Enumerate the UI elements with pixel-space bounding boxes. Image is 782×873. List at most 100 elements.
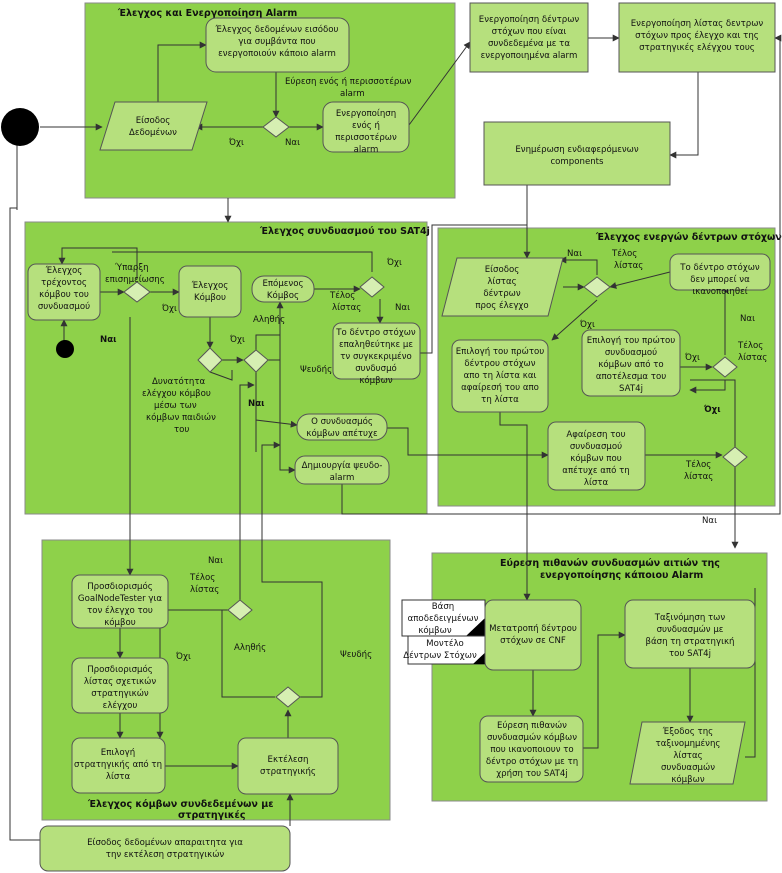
label-end-list-tl: Τέλος [611, 248, 637, 259]
svg-text:Ενεργοποίηση: Ενεργοποίηση [336, 109, 396, 119]
svg-text:τη λίστα: τη λίστα [481, 395, 519, 405]
svg-text:Έξοδος της: Έξοδος της [662, 727, 713, 737]
svg-text:συνδυασμού: συνδυασμού [605, 347, 657, 358]
svg-text:Έλεγχος δεδομένων εισόδου: Έλεγχος δεδομένων εισόδου [214, 24, 338, 35]
svg-text:κόμβων από το: κόμβων από το [598, 359, 663, 370]
label-end-list-gn: Τέλος [189, 572, 215, 583]
svg-text:συνδυσμό: συνδυσμό [355, 363, 397, 374]
end-list-decision-b [722, 446, 748, 468]
svg-text:για συμβάντα που: για συμβάντα που [238, 37, 315, 47]
svg-text:δέντρων: δέντρων [483, 288, 521, 299]
label-end-list-tl-2: λίστας [614, 261, 643, 271]
label-true-gn: Αληθής [234, 643, 266, 653]
svg-text:Επιλογή του πρώτου: Επιλογή του πρώτου [456, 346, 545, 357]
svg-text:Δημιουργία ψευδο-: Δημιουργία ψευδο- [302, 461, 383, 471]
svg-text:ενός ή: ενός ή [352, 120, 380, 131]
label-end-list-r-2: λίστας [738, 353, 767, 363]
tree-unsat-node: Το δέντρο στόχων δεν μπορεί να ικανοποιη… [669, 253, 771, 297]
strategy-result-decision [275, 686, 301, 708]
label-false-gn: Ψευδής [340, 650, 372, 660]
sort-combos-node: Ταξινόμηση των συνδυασμών με βάση τη στρ… [624, 599, 756, 669]
region-sat4j-title: Έλεγχος συνδυασμού του SAT4j [259, 226, 430, 237]
label-end-list-b: Τέλος [685, 459, 711, 470]
svg-text:ενεργοποιημένα alarm: ενεργοποιημένα alarm [481, 50, 578, 61]
svg-text:συνδυασμού: συνδυασμού [570, 441, 622, 452]
svg-text:λίστας: λίστας [673, 751, 702, 761]
region-alarm-title: Έλεγχος και Ενεργοποίηση Alarm [117, 8, 297, 19]
initial-node [1, 108, 39, 146]
svg-text:κόμβων που: κόμβων που [570, 453, 621, 464]
true-false-decision [243, 349, 269, 373]
input-data-node: Είσοδος Δεδομένων [99, 101, 208, 151]
svg-text:συνδυασμών με: συνδυασμών με [657, 624, 724, 635]
goalnodetester-node: Προσδιορισμός GoalNodeTester για τον έλε… [71, 574, 169, 629]
remove-combo-node: Αφαίρεση του συνδυασμού κόμβων που απέτυ… [547, 421, 646, 491]
svg-text:επαληθεύτηκε με: επαληθεύτηκε με [339, 339, 413, 350]
label-no-gn: Όχι [175, 651, 191, 662]
svg-text:Βάση: Βάση [432, 602, 454, 612]
svg-text:ικανοποιηθεί: ικανοποιηθεί [692, 287, 747, 297]
svg-text:Είσοδος: Είσοδος [136, 116, 171, 126]
label-find-alarm: Εύρεση ενός ή περισσοτέρων [285, 76, 412, 87]
svg-text:SAT4j: SAT4j [619, 384, 643, 394]
label-no-tl: Όχι [579, 319, 595, 330]
input-tree-list-node: Είσοδος λίστας δέντρων προς έλεγχο [441, 257, 564, 317]
svg-text:alarm: alarm [330, 473, 355, 483]
check-node-node: Έλεγχος Κόμβου [178, 265, 242, 318]
svg-text:Δέντρων Στόχων: Δέντρων Στόχων [403, 650, 477, 661]
svg-text:ταξινομημένης: ταξινομημένης [656, 738, 721, 749]
check-current-node: Έλεγχος τρέχοντος κόμβου του συνδυασμού [27, 263, 101, 321]
svg-text:components: components [550, 157, 604, 167]
label-no-r2: Όχι [703, 404, 721, 415]
svg-text:ελέγχου: ελέγχου [103, 700, 138, 711]
svg-text:Επιλογή του πρώτου: Επιλογή του πρώτου [587, 335, 676, 346]
initial-node-sat4j [56, 340, 74, 358]
svg-text:Ενεργοποίηση δέντρων: Ενεργοποίηση δέντρων [479, 14, 580, 25]
label-yes-gn: Ναι [208, 556, 223, 566]
label-yes-children: Ναι [248, 399, 264, 409]
svg-text:δέντρου στόχων: δέντρου στόχων [464, 358, 535, 369]
svg-text:συνδυασμού: συνδυασμού [38, 301, 90, 312]
svg-text:βάση τη στρατηγική: βάση τη στρατηγική [646, 637, 735, 647]
run-strategy-node: Εκτέλεση στρατηγικής [237, 737, 339, 795]
svg-text:στρατηγικές ελέγχου τους: στρατηγικές ελέγχου τους [639, 42, 755, 53]
combo-failed-node: Ο συνδυασμός κόμβων απέτυχε [296, 413, 388, 441]
pseudo-alarm-node: Δημιουργία ψευδο- alarm [294, 455, 390, 485]
label-no-top: Όχι [386, 257, 402, 268]
label-yes-next: Ναι [395, 303, 410, 313]
label-yes-b: Ναι [702, 516, 717, 526]
label-yes-right: Ναι [740, 314, 755, 324]
svg-text:Ενεργοποίηση λίστας δεντρων: Ενεργοποίηση λίστας δεντρων [631, 19, 764, 29]
svg-text:κόμβων: κόμβων [359, 375, 392, 386]
svg-text:Επιλογή: Επιλογή [101, 748, 135, 758]
svg-text:χρήση του SAT4j: χρήση του SAT4j [496, 769, 568, 779]
label-no-alarm: Όχι [228, 137, 244, 148]
svg-text:προς έλεγχο: προς έλεγχο [475, 300, 528, 311]
label-end-list-gn-2: λίστας [190, 585, 219, 595]
select-first-tree-node: Επιλογή του πρώτου δέντρου στόχων απο τη… [451, 339, 549, 413]
svg-text:στόχων σε CNF: στόχων σε CNF [500, 635, 566, 646]
strategy-list-node: Προσδιορισμός λίστας σχετικών στρατηγικώ… [71, 657, 169, 714]
svg-text:Μετατροπή δέντρου: Μετατροπή δέντρου [489, 623, 577, 634]
svg-text:περισσοτέρων: περισσοτέρων [335, 132, 397, 143]
svg-text:Κόμβος: Κόμβος [267, 290, 299, 301]
activate-alarm-node: Ενεργοποίηση ενός ή περισσοτέρων alarm [322, 101, 410, 155]
label-end-list-a-2: λίστας [332, 303, 361, 313]
label-no-r: Όχι [684, 352, 700, 363]
svg-text:απέτυχε από τη: απέτυχε από τη [562, 465, 629, 476]
svg-text:Εκτέλεση: Εκτέλεση [268, 754, 309, 765]
combo-decision [712, 356, 738, 378]
svg-text:του SAT4j: του SAT4j [669, 649, 711, 659]
svg-text:στόχων που είναι: στόχων που είναι [492, 26, 567, 37]
label-possibility-4: κόμβων παιδιών [146, 412, 216, 423]
region-causes-title: Εύρεση πιθανών συνδυασμών αιτιών της [500, 558, 720, 569]
strategy-list-decision [227, 599, 253, 621]
sorted-output-node: Έξοδος της ταξινομημένης λίστας συνδυασμ… [629, 721, 746, 785]
region-active-trees-title: Έλεγχος ενεργών δέντρων στόχων [595, 232, 782, 243]
label-end-list-b-2: λίστας [684, 472, 713, 482]
label-no-visit: Όχι [161, 303, 177, 314]
svg-text:λίστα: λίστα [584, 478, 609, 488]
svg-text:Είσοδος: Είσοδος [485, 265, 520, 275]
svg-text:κόμβου: κόμβου [104, 617, 136, 628]
